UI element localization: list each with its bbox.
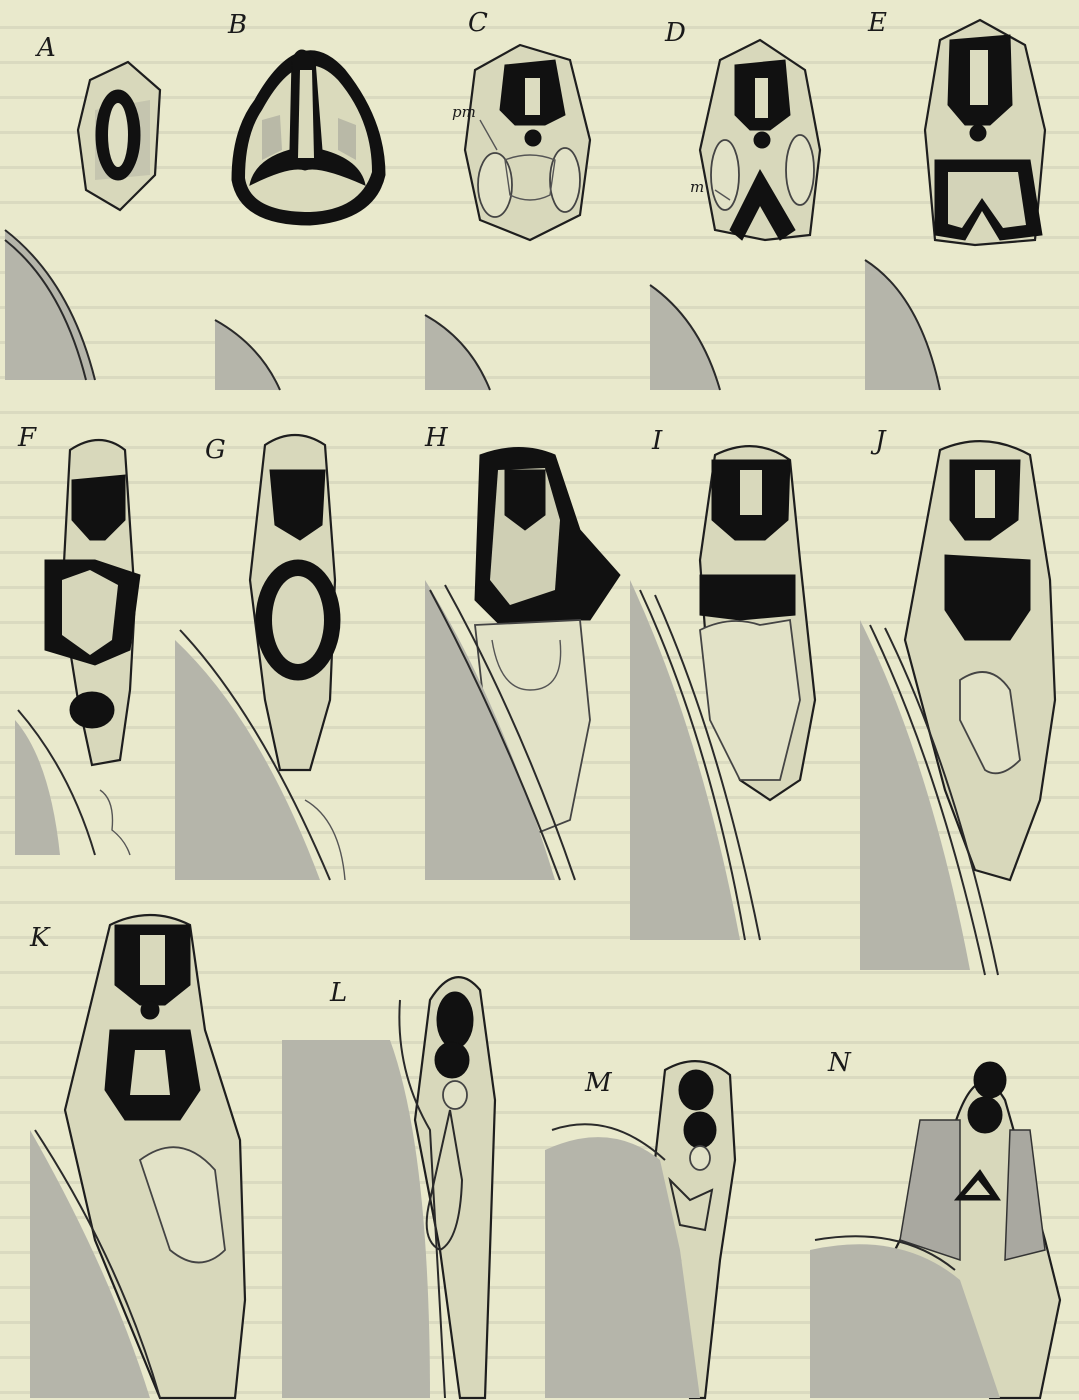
section-A xyxy=(78,62,160,210)
figure-label-f: F xyxy=(18,425,36,451)
section-E xyxy=(925,20,1045,245)
section-C xyxy=(465,45,590,240)
figure-label-a: A xyxy=(37,35,56,61)
figure-label-j: J xyxy=(875,428,885,454)
figure-label-l: L xyxy=(330,980,347,1006)
figure-label-i: I xyxy=(652,428,662,454)
figure-label-n: N xyxy=(828,1050,851,1076)
figure-label-g: G xyxy=(205,437,226,463)
figure-label-m: M xyxy=(585,1070,612,1096)
figure-label-d: D xyxy=(665,20,686,46)
figure-label-b: B xyxy=(228,12,247,38)
section-J xyxy=(860,441,1055,975)
section-M xyxy=(545,1061,735,1398)
figure-label-k: K xyxy=(30,925,49,951)
section-I xyxy=(630,446,815,940)
annotation-pm: pm xyxy=(452,105,476,120)
section-H xyxy=(425,448,620,881)
figure-label-c: C xyxy=(468,10,488,36)
section-F xyxy=(15,440,140,855)
yolk-corners-row1 xyxy=(5,230,940,390)
figure-label-e: E xyxy=(868,10,887,36)
section-G xyxy=(175,435,345,880)
section-L xyxy=(282,977,495,1398)
section-B xyxy=(232,50,385,225)
section-N xyxy=(810,1062,1060,1398)
figure-label-h: H xyxy=(425,425,448,451)
section-D xyxy=(700,40,820,240)
section-K xyxy=(30,915,245,1398)
annotation-m: m xyxy=(690,180,704,195)
